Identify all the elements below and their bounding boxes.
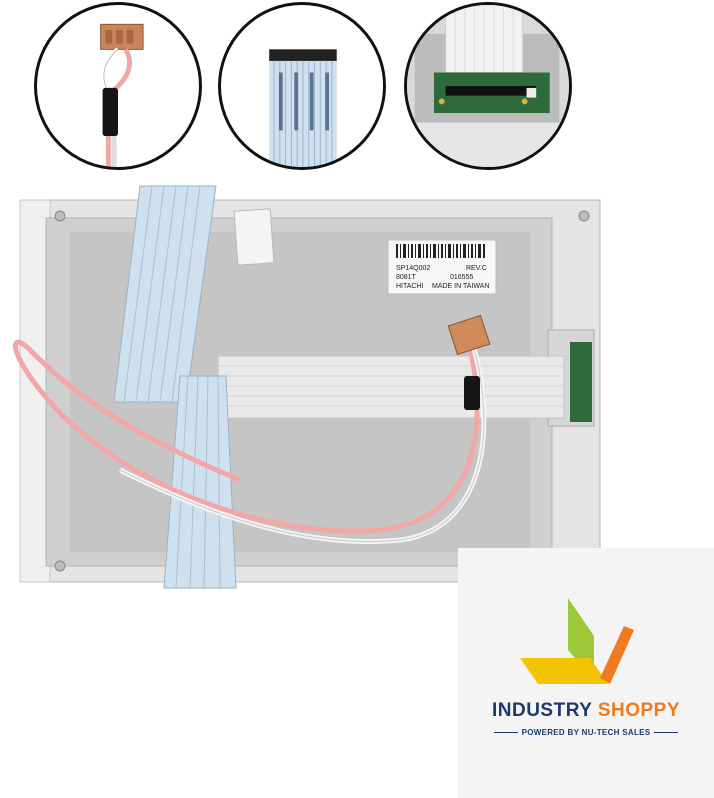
detail-ribbon-cable — [218, 2, 386, 170]
ribbon-cable-image — [269, 49, 337, 167]
pcb-connector-image — [407, 5, 569, 167]
lcd-panel-photo: SP14Q002 REV.C 8081T 016555 HITACHI MADE… — [0, 180, 714, 600]
brand-mark-icon — [520, 598, 634, 684]
brand-tagline-text: POWERED BY NU-TECH SALES — [521, 728, 651, 737]
brand-logo: INDUSTRY SHOPPY POWERED BY NU-TECH SALES — [458, 548, 714, 798]
label-revision: REV.C — [466, 265, 487, 272]
lcd-panel-image: SP14Q002 REV.C 8081T 016555 HITACHI MADE… — [13, 185, 601, 589]
brand-name-part2: SHOPPY — [597, 700, 681, 721]
brand-name-part1: INDUSTRY — [491, 700, 593, 721]
label-origin: MADE IN TAIWAN — [432, 283, 489, 290]
brand-tagline: POWERED BY NU-TECH SALES — [458, 728, 714, 737]
label-code-1: 8081T — [396, 274, 417, 281]
detail-pcb-connector — [404, 2, 572, 170]
detail-connector-wire — [34, 2, 202, 170]
label-maker: HITACHI — [396, 283, 424, 290]
connector-wire-image — [100, 23, 144, 167]
label-part-number: SP14Q002 — [396, 265, 430, 272]
label-code-2: 016555 — [450, 274, 473, 281]
brand-name: INDUSTRY SHOPPY — [458, 700, 714, 722]
